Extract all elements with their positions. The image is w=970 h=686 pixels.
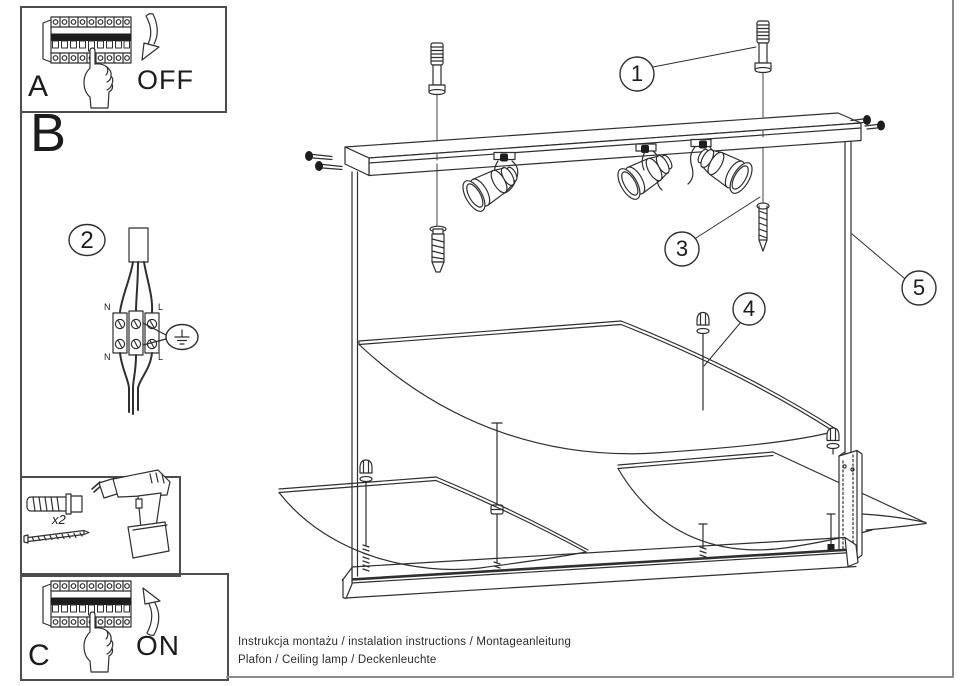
wiring-illustration <box>68 223 199 415</box>
plug-quantity-label: x2 <box>52 512 66 527</box>
threaded-rod-middle <box>490 422 504 577</box>
frame-right-edge <box>844 132 852 455</box>
wall-plug-hanging <box>429 225 447 273</box>
panel-a-label: A <box>28 70 49 103</box>
wall-plug-icon <box>26 493 83 515</box>
threaded-rod-right-shade <box>698 523 708 562</box>
callout-markers <box>619 46 937 367</box>
tools-illustration <box>23 469 171 559</box>
screw-hanging <box>756 202 770 252</box>
ceiling-lamp-exploded-view <box>278 20 927 600</box>
cap-nut-left <box>359 459 373 572</box>
tools-panel-frame <box>20 476 181 577</box>
panel-b-label: B <box>30 103 67 163</box>
callout-5-number: 5 <box>912 275 926 300</box>
ceiling-screw-right <box>754 20 772 203</box>
bar-end-screws-left <box>305 151 343 171</box>
callout-4-number: 4 <box>742 296 756 321</box>
callout-3-number: 3 <box>675 236 689 261</box>
mounting-bar <box>344 112 862 177</box>
panel-c-label: C <box>28 639 50 672</box>
step-2-number: 2 <box>80 227 94 254</box>
drill-icon <box>91 469 171 559</box>
bottom-channel-bar <box>341 536 859 600</box>
screw-icon <box>23 529 90 544</box>
panel-b-left-border <box>20 109 22 478</box>
footer-product-line: Plafon / Ceiling lamp / Deckenleuchte <box>238 654 437 666</box>
page-border <box>226 0 954 678</box>
spotlight-bracket-3 <box>687 138 715 185</box>
glass-shade-bottom-left <box>278 476 589 571</box>
power-on-label: ON <box>136 630 180 661</box>
power-off-label: OFF <box>137 65 194 95</box>
cap-nut-middle <box>696 311 710 411</box>
ceiling-screw-left <box>428 42 446 227</box>
terminal-n-top: N <box>104 302 111 312</box>
terminal-n-bottom: N <box>104 352 111 362</box>
cap-nut-right <box>826 427 840 455</box>
breaker-on-illustration <box>42 580 161 673</box>
glass-shade-large <box>358 320 837 455</box>
terminal-l-bottom: L <box>158 352 164 362</box>
frame-left-edge <box>351 171 359 581</box>
terminal-l-top: L <box>158 302 164 312</box>
panel-a-frame <box>20 6 227 113</box>
footer-instructions-line: Instrukcja montażu / instalation instruc… <box>238 636 572 648</box>
breaker-off-illustration <box>42 13 160 109</box>
arrow-up-icon <box>142 587 161 636</box>
ground-symbol-icon <box>165 323 199 351</box>
glass-shade-bottom-right <box>617 451 927 551</box>
bar-end-screws-right <box>850 115 885 131</box>
callout-1-number: 1 <box>630 61 644 86</box>
panel-c-frame <box>20 573 229 681</box>
arrow-down-icon <box>141 13 160 61</box>
